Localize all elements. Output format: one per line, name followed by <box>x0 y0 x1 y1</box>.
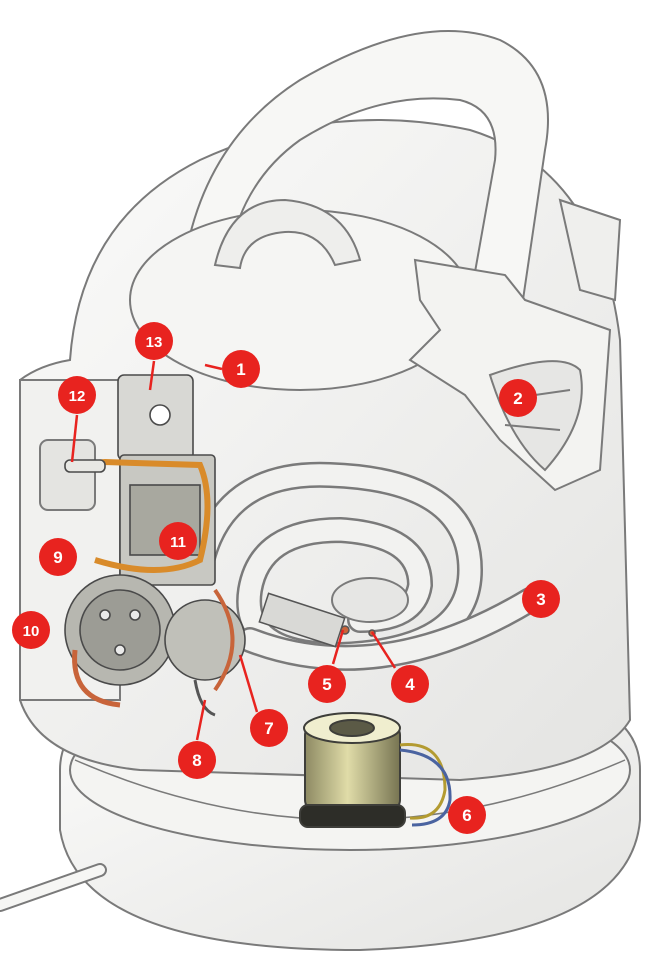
callout-leader-12 <box>70 414 79 463</box>
callout-12: 12 <box>58 376 96 414</box>
suppressor-capacitor <box>299 712 452 828</box>
terminal-block <box>258 592 376 648</box>
callout-badge <box>308 665 346 703</box>
callout-2: 2 <box>499 379 537 417</box>
kettle-handle <box>178 30 549 322</box>
callout-leader-1 <box>204 363 223 371</box>
callout-badge <box>499 379 537 417</box>
callout-10: 10 <box>12 611 50 649</box>
callout-5: 5 <box>308 665 346 703</box>
callout-badge <box>159 522 197 560</box>
callout-number: 8 <box>192 751 201 770</box>
callout-badge <box>222 350 260 388</box>
callout-4: 4 <box>391 665 429 703</box>
heating-element <box>187 461 543 671</box>
callout-leader-13 <box>148 360 156 391</box>
spout-filter <box>408 198 622 492</box>
callout-number: 11 <box>170 534 186 551</box>
callout-8: 8 <box>178 741 216 779</box>
callout-number: 7 <box>264 719 273 738</box>
callout-number: 10 <box>23 623 40 640</box>
callout-number: 13 <box>146 334 163 351</box>
callout-number: 6 <box>462 806 471 825</box>
callout-9: 9 <box>39 538 77 576</box>
callout-number: 3 <box>536 590 545 609</box>
callout-6: 6 <box>448 796 486 834</box>
callout-badge <box>39 538 77 576</box>
callout-leader-4 <box>370 631 397 669</box>
callout-13: 13 <box>135 322 173 360</box>
callout-badge <box>178 741 216 779</box>
callout-badge <box>522 580 560 618</box>
callout-number: 9 <box>53 548 62 567</box>
callout-badge <box>12 611 50 649</box>
callout-7: 7 <box>250 709 288 747</box>
callout-badge <box>58 376 96 414</box>
callout-number: 4 <box>405 675 415 694</box>
callout-badge <box>391 665 429 703</box>
callout-leader-8 <box>195 699 207 741</box>
callout-11: 11 <box>159 522 197 560</box>
callout-number: 1 <box>236 360 245 379</box>
callout-badge <box>250 709 288 747</box>
callout-number: 12 <box>69 388 86 405</box>
callout-3: 3 <box>522 580 560 618</box>
element-boss <box>331 577 409 623</box>
callout-leader-5 <box>331 629 345 665</box>
switch-assembly <box>64 374 246 717</box>
callout-leader-7 <box>238 654 259 713</box>
callout-badge <box>135 322 173 360</box>
callout-number: 2 <box>513 389 522 408</box>
callout-badge <box>448 796 486 834</box>
callout-number: 5 <box>322 675 331 694</box>
callout-1: 1 <box>222 350 260 388</box>
